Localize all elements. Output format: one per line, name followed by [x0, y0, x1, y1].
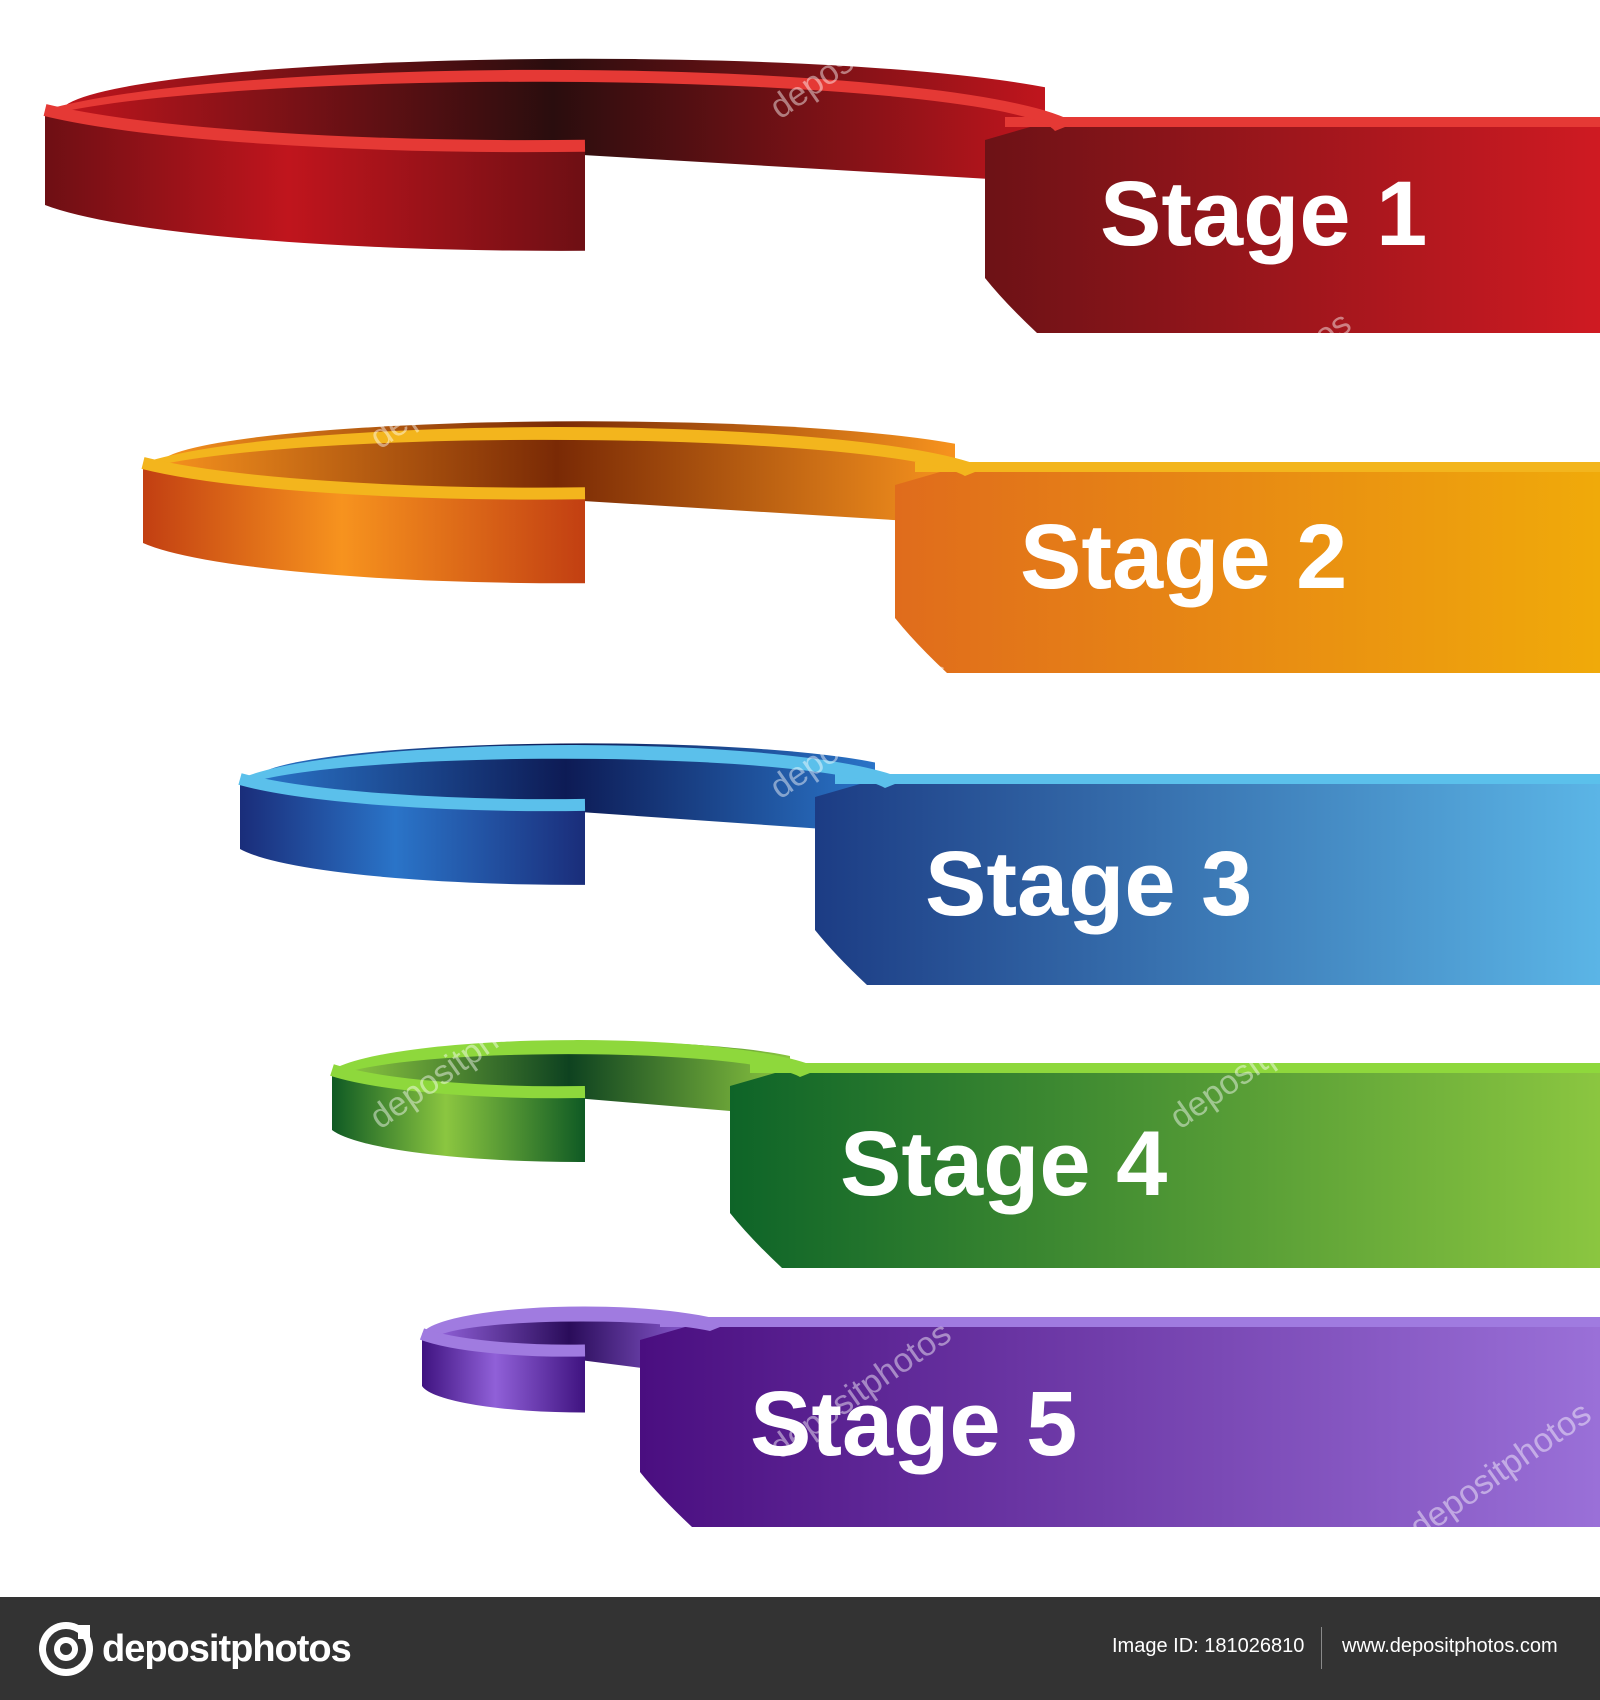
funnel-diagram: Stage 1 Stage 2 Stage 3 Stage 4 Stage 5 depo… [0, 58, 1600, 1527]
stage-band [640, 1325, 1600, 1527]
funnel-rings: Stage 1 Stage 2 Stage 3 Stage 4 Stage 5 [43, 58, 1600, 1527]
footer-divider [1321, 1627, 1322, 1669]
ring-rim [332, 1040, 820, 1077]
ring-inner-wall [159, 421, 955, 524]
stage-label-2: Stage 2 [1020, 506, 1347, 608]
stage-band-edge [915, 462, 1600, 472]
ring-front-rim [141, 457, 586, 500]
brand-name: depositphotos [102, 1627, 352, 1670]
stage-label-4: Stage 4 [840, 1113, 1167, 1215]
stage-label-1: Stage 1 [1100, 163, 1427, 265]
stage-band [985, 125, 1600, 333]
ring-inner-wall [348, 1041, 790, 1116]
image-id: Image ID: 181026810 [1112, 1635, 1305, 1657]
funnel-svg: Stage 1 Stage 2 Stage 3 Stage 4 Stage 5 depo… [0, 58, 1600, 1527]
ring-front-rim [43, 104, 586, 153]
ring-front-rim [330, 1064, 586, 1099]
ring-inner-wall [256, 743, 875, 833]
stage-band-edge [660, 1317, 1600, 1327]
stage-band-edge [835, 774, 1600, 784]
watermark-text: depositphotos [0, 634, 178, 787]
ring-front-rim [419, 1328, 586, 1357]
depositphotos-logo-icon [39, 1622, 93, 1676]
stage-band-edge [1005, 117, 1600, 127]
stage-label-5: Stage 5 [750, 1373, 1077, 1475]
stage-band-edge [750, 1063, 1600, 1073]
footer-bar: depositphotos Image ID: 181026810 www.de… [0, 1597, 1600, 1700]
stage-band [815, 782, 1600, 985]
ring-rim [240, 745, 905, 788]
ring-rim [422, 1306, 730, 1336]
brand[interactable]: depositphotos [38, 1621, 352, 1677]
ring-rim [143, 427, 985, 476]
watermark-text: depositphotos [0, 1304, 178, 1457]
ring-front-rim [238, 773, 586, 812]
site-url[interactable]: www.depositphotos.com [1342, 1635, 1558, 1657]
ring-inner-wall [61, 58, 1045, 183]
stage-band [730, 1071, 1600, 1268]
stage-label-3: Stage 3 [925, 833, 1252, 935]
stage-band [895, 470, 1600, 673]
ring-rim [45, 69, 1075, 131]
ring-front-wall [45, 110, 585, 251]
